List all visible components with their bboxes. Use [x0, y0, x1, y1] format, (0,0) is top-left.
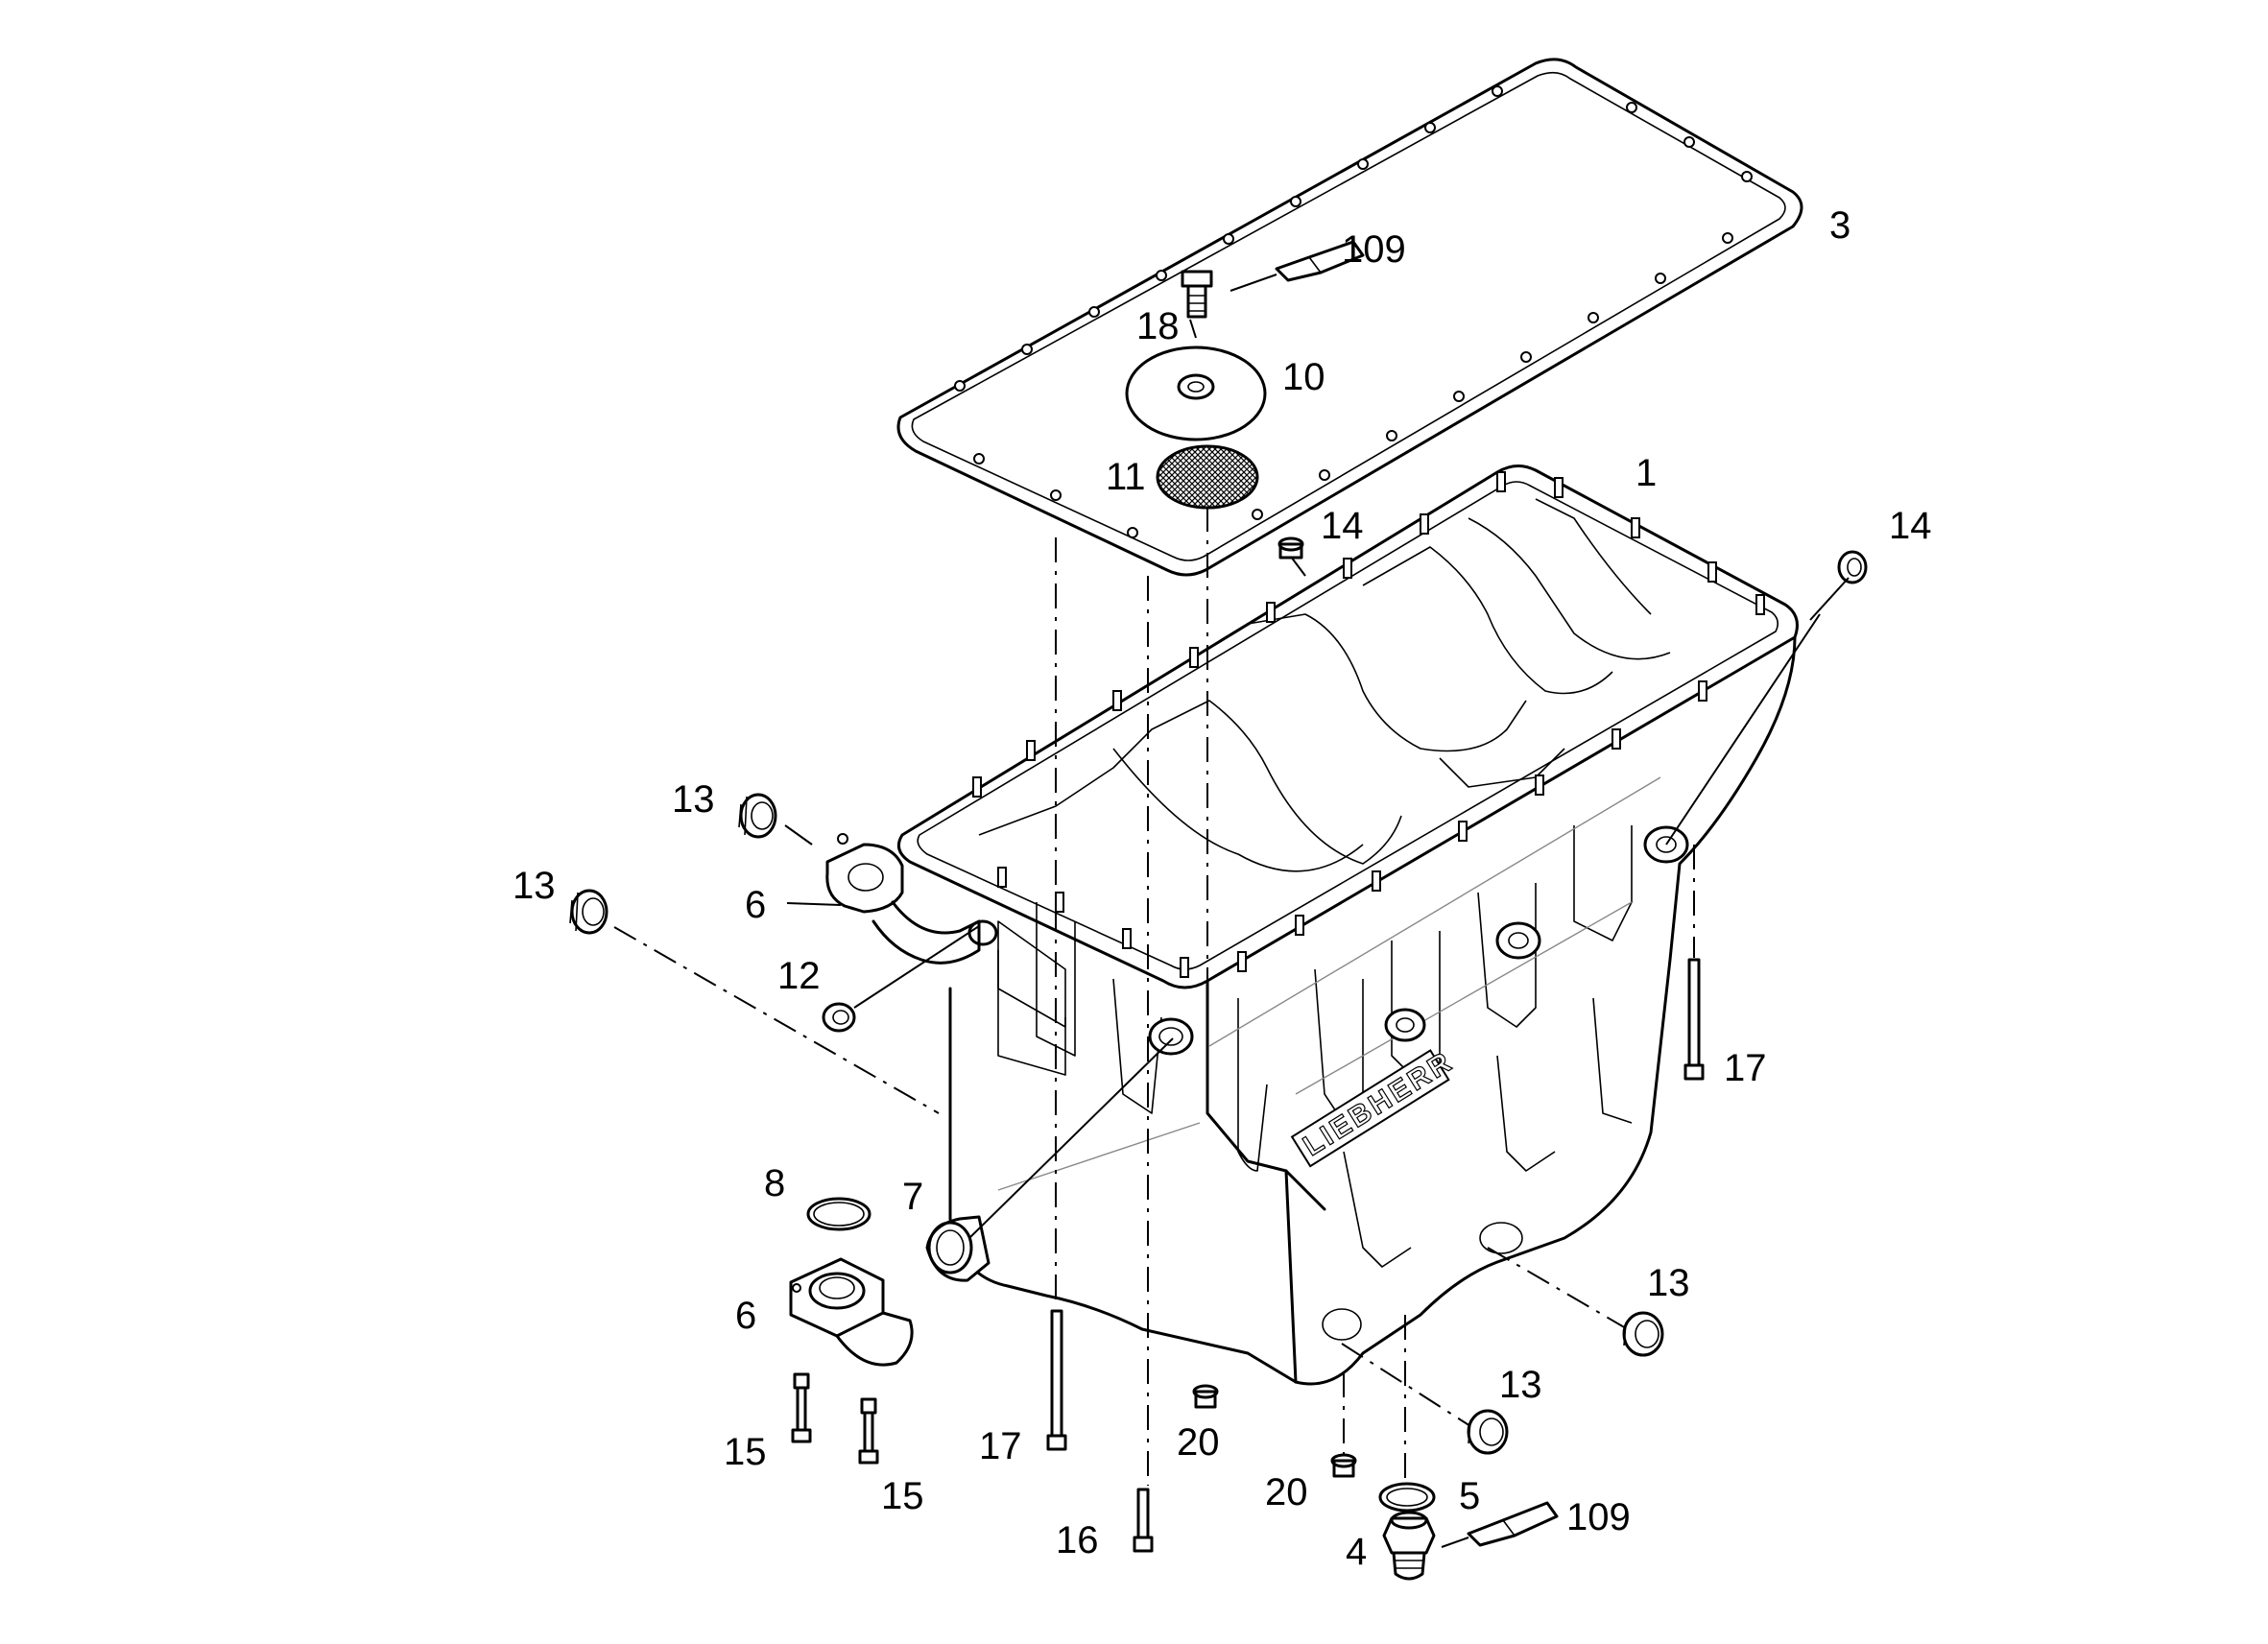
flange-part-6-upper	[825, 833, 981, 965]
drain-plug-part-4	[1382, 1511, 1436, 1581]
label-14-right: 14	[1889, 505, 1932, 547]
manufacturer-logo: LIEBHERR	[1290, 1044, 1460, 1168]
sealant-tube-109-top	[1229, 240, 1365, 292]
label-17-left: 17	[979, 1425, 1022, 1467]
flange-part-6-lower	[789, 1257, 914, 1367]
label-12: 12	[777, 955, 821, 997]
plug-part-20-right	[1330, 1453, 1357, 1478]
label-18: 18	[1136, 305, 1180, 347]
plug-part-13-right	[1622, 1311, 1664, 1357]
label-6-upper: 6	[745, 884, 766, 926]
label-6-lower: 6	[735, 1295, 756, 1337]
strainer-part-11	[1156, 444, 1259, 510]
plug-part-12	[822, 1002, 856, 1033]
bolt-part-15-right	[858, 1397, 879, 1465]
label-11: 11	[1106, 456, 1146, 498]
plug-part-20-left	[1192, 1384, 1219, 1409]
gasket-part-3	[896, 58, 1803, 577]
bolt-part-17-right	[1683, 958, 1705, 1081]
label-5: 5	[1459, 1475, 1480, 1517]
leader-lines	[784, 319, 1850, 1239]
label-13-bottom: 13	[1499, 1364, 1542, 1406]
label-3: 3	[1829, 204, 1850, 247]
rim-studs	[972, 471, 1765, 978]
label-109-bottom: 109	[1566, 1496, 1631, 1538]
label-15-left: 15	[724, 1431, 767, 1473]
plug-part-14-right	[1837, 550, 1868, 584]
o-ring-part-8	[806, 1197, 871, 1231]
label-16: 16	[1056, 1519, 1099, 1561]
gasket-bolt-holes	[954, 85, 1753, 538]
dome-part-10	[1125, 345, 1267, 441]
label-15-right: 15	[881, 1475, 924, 1517]
sealant-tube-109-bottom	[1441, 1501, 1559, 1548]
bolt-part-15-left	[791, 1372, 812, 1443]
label-4: 4	[1346, 1531, 1367, 1573]
label-14-center: 14	[1321, 505, 1364, 547]
label-17-right: 17	[1724, 1047, 1767, 1089]
label-8: 8	[764, 1162, 785, 1204]
plug-part-14-center	[1277, 536, 1304, 560]
label-20-right: 20	[1265, 1471, 1308, 1513]
plug-part-13-upper	[738, 793, 777, 839]
plug-part-13-left	[569, 889, 609, 935]
oil-pan-part-1: LIEBHERR	[896, 465, 1799, 1386]
assembly-centerlines	[613, 507, 1695, 1486]
label-109-top: 109	[1342, 228, 1406, 271]
bolt-part-18	[1181, 270, 1213, 319]
plug-part-13-bottom	[1467, 1409, 1509, 1455]
bolt-part-16	[1133, 1488, 1154, 1553]
bolt-part-17-left	[1046, 1309, 1067, 1451]
label-1: 1	[1635, 452, 1657, 494]
label-13-upper: 13	[672, 778, 715, 821]
label-10: 10	[1282, 356, 1325, 398]
label-7: 7	[902, 1176, 923, 1218]
o-ring-part-5	[1378, 1482, 1436, 1513]
label-13-left: 13	[513, 865, 556, 907]
label-13-right: 13	[1647, 1262, 1690, 1304]
label-20-left: 20	[1177, 1421, 1220, 1464]
sleeve-part-7	[925, 1215, 991, 1282]
part-number-labels: 3 109 18 10 11 1 14 14 13 13 6 12 17 8 7…	[513, 204, 1932, 1573]
